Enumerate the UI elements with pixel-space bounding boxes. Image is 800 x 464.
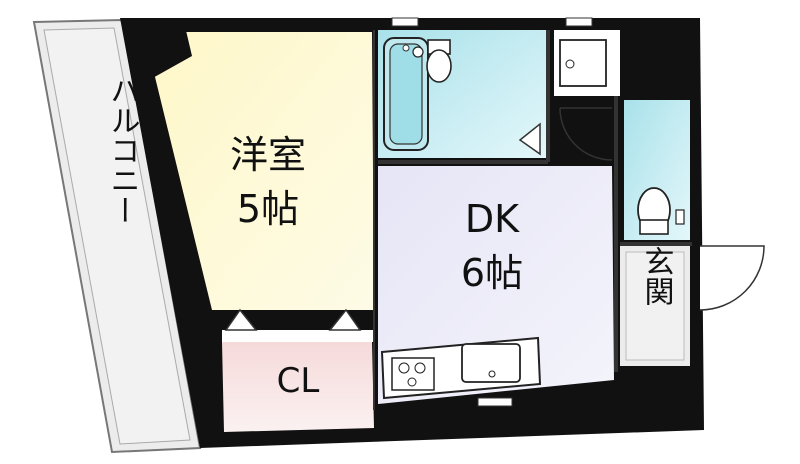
western-room-size: 5帖	[237, 187, 299, 231]
toilet-icon	[412, 39, 452, 83]
western-room-name: 洋室	[230, 133, 306, 177]
door-swing-icon	[559, 107, 613, 161]
door-swing-icon	[699, 245, 765, 311]
wall-block	[128, 22, 192, 84]
sink-drain	[488, 370, 496, 378]
closet-top-strip	[222, 330, 374, 342]
closet-name: CL	[277, 361, 320, 401]
toilet-icon	[637, 187, 685, 235]
stove-icon	[391, 357, 435, 391]
kitchen-sink-icon	[461, 343, 521, 383]
dk-room-size: 6帖	[461, 251, 523, 295]
western-room	[144, 32, 374, 310]
washbasin-drain	[565, 59, 575, 69]
closet-room	[222, 342, 374, 432]
dk-room-name: DK	[465, 197, 520, 241]
closet-door-left	[224, 308, 258, 331]
dk-room	[378, 166, 614, 404]
closet-door-right	[328, 308, 362, 331]
balcony-inner	[43, 27, 191, 445]
entrance-floor	[625, 251, 685, 361]
entrance-name: 玄関	[639, 246, 674, 306]
window	[565, 17, 593, 27]
door-swing-icon	[518, 122, 541, 156]
bathtub-inner	[389, 43, 423, 145]
window	[391, 17, 419, 27]
window	[477, 397, 513, 407]
balcony-name: バルコニー	[105, 75, 140, 225]
drain-icon	[402, 44, 410, 52]
